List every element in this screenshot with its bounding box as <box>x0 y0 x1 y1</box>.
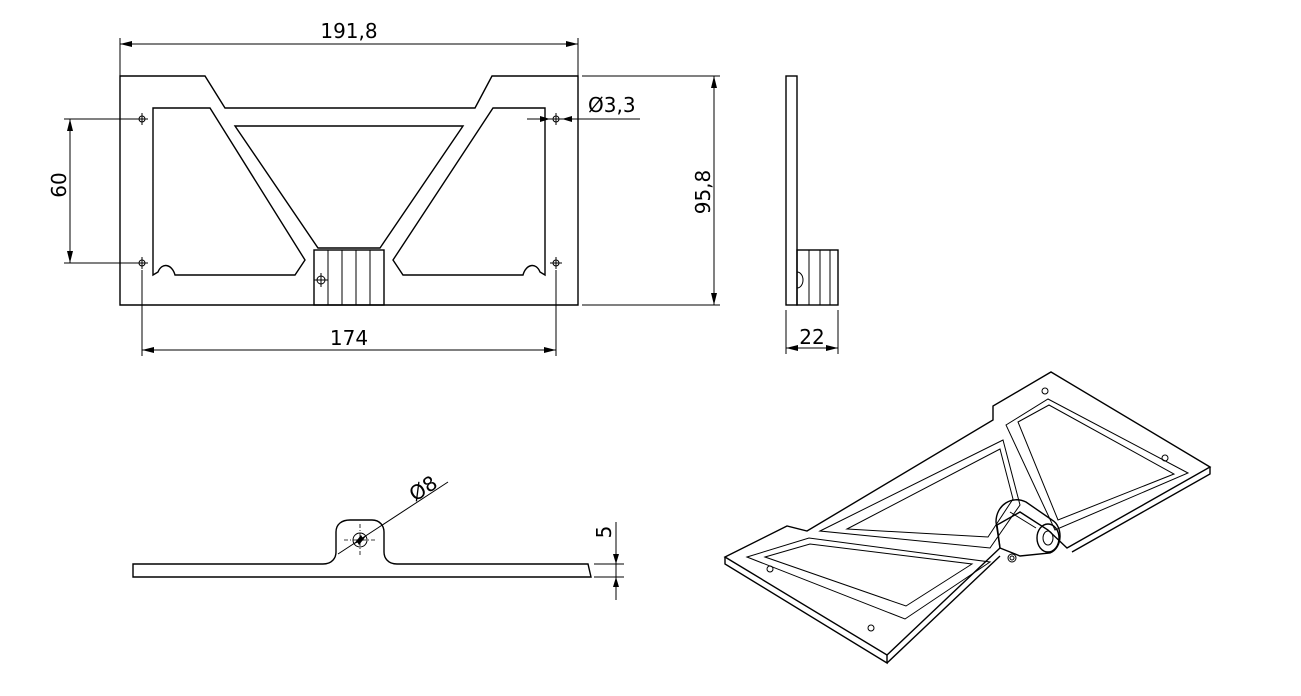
dim-plate-thickness: 5 <box>592 522 624 600</box>
hinge-block <box>313 249 385 306</box>
dim-text-hole-spacing-vertical: 60 <box>47 172 71 197</box>
top-view: Ø8 5 <box>132 471 624 600</box>
dim-overall-width: 191,8 <box>119 19 579 76</box>
side-plate <box>785 75 798 306</box>
dim-hole-diameter: Ø3,3 <box>527 93 640 122</box>
dim-hole-spacing-horizontal: 174 <box>141 270 557 356</box>
front-view: 191,8 174 60 95,8 <box>47 19 720 356</box>
dim-text-hole-spacing-horizontal: 174 <box>330 326 368 350</box>
mounting-hole-top-right <box>550 113 562 125</box>
dim-text-overall-height: 95,8 <box>691 170 715 215</box>
iso-center-window <box>818 439 1021 549</box>
dim-text-overall-width: 191,8 <box>320 19 377 43</box>
mounting-hole-top-left <box>136 113 148 125</box>
iso-hole-3 <box>1041 387 1049 395</box>
dim-side-depth: 22 <box>785 310 839 354</box>
side-hinge <box>796 249 839 306</box>
top-outline <box>132 519 592 578</box>
mounting-hole-bottom-right <box>550 257 562 269</box>
dim-text-plate-thickness: 5 <box>592 526 616 539</box>
iso-hole-4 <box>1161 454 1169 462</box>
right-pocket <box>392 107 546 277</box>
left-pocket <box>152 107 306 277</box>
center-window <box>233 125 465 249</box>
iso-hole-2 <box>867 624 875 632</box>
iso-top-face <box>723 371 1212 656</box>
iso-left-pocket <box>745 537 992 620</box>
front-outline <box>119 75 579 306</box>
dim-text-hinge-bore: Ø8 <box>405 471 442 507</box>
dim-hinge-bore: Ø8 <box>337 471 449 555</box>
isometric-view <box>723 371 1212 665</box>
iso-right-pocket <box>1005 398 1190 531</box>
dim-hole-spacing-vertical: 60 <box>47 118 136 264</box>
iso-hinge <box>995 499 1061 563</box>
dim-text-hole-diameter: Ø3,3 <box>588 93 636 117</box>
mounting-hole-bottom-left <box>136 257 148 269</box>
iso-hole-1 <box>766 565 774 573</box>
dim-text-side-depth: 22 <box>799 325 824 349</box>
side-view: 22 <box>785 75 839 354</box>
dim-overall-height: 95,8 <box>582 75 720 306</box>
